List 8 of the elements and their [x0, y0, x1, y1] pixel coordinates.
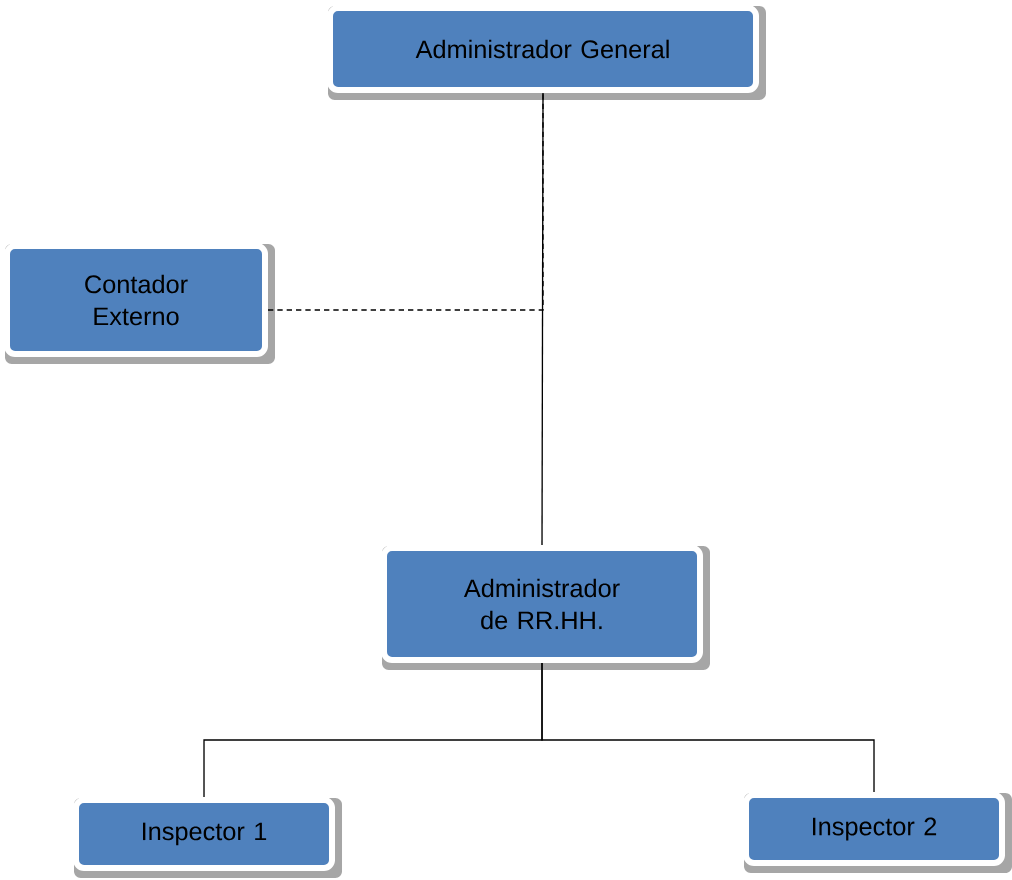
org-box: Inspector 1 — [73, 797, 342, 878]
org-box: Inspector 2 — [743, 792, 1012, 873]
connector-line — [267, 92, 544, 311]
connector-line — [541, 92, 544, 546]
org-box: Contador Externo — [4, 243, 275, 364]
connector-line — [541, 662, 875, 793]
org-box: Administrador General — [327, 5, 766, 100]
org-box: Administrador de RR.HH. — [381, 545, 710, 670]
